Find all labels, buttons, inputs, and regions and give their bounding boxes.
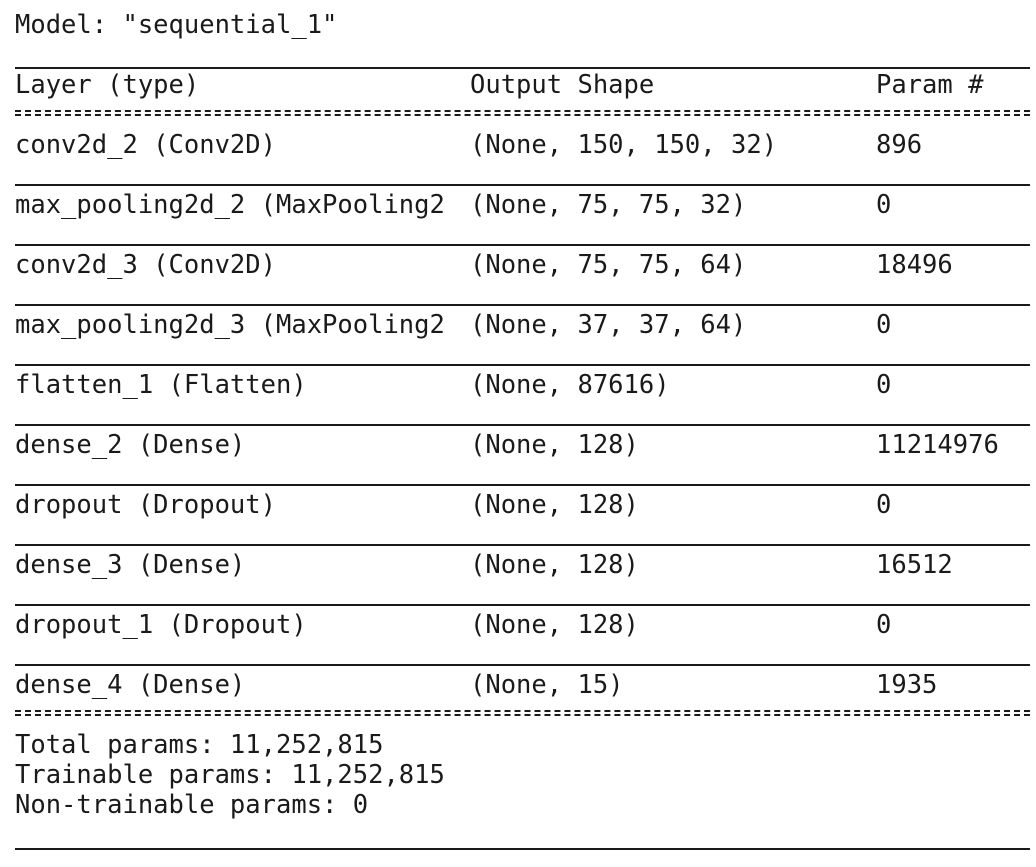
layer-output-shape: (None, 150, 150, 32) [470, 130, 778, 160]
layer-param-count: 0 [876, 490, 892, 520]
layer-name: flatten_1 (Flatten) [15, 370, 307, 400]
layer-output-shape: (None, 75, 75, 64) [470, 250, 747, 280]
row-divider [15, 364, 1030, 366]
layer-output-shape: (None, 128) [470, 610, 639, 640]
layer-param-count: 1935 [876, 670, 938, 700]
row-divider [15, 604, 1030, 606]
bottom-rule [15, 848, 1030, 850]
trainable-params: Trainable params: 11,252,815 [15, 760, 445, 790]
row-divider [15, 424, 1030, 426]
row-divider [15, 244, 1030, 246]
layer-output-shape: (None, 37, 37, 64) [470, 310, 747, 340]
row-divider [15, 664, 1030, 666]
footer-double-rule [15, 710, 1030, 716]
non-trainable-params: Non-trainable params: 0 [15, 790, 369, 820]
row-divider [15, 544, 1030, 546]
top-rule [15, 67, 1030, 69]
layer-param-count: 0 [876, 190, 892, 220]
layer-output-shape: (None, 87616) [470, 370, 670, 400]
header-double-rule [15, 110, 1030, 116]
layer-param-count: 0 [876, 310, 892, 340]
row-divider [15, 304, 1030, 306]
layer-name: dense_2 (Dense) [15, 430, 246, 460]
header-output-shape: Output Shape [470, 70, 655, 100]
layer-output-shape: (None, 128) [470, 430, 639, 460]
layer-param-count: 18496 [876, 250, 953, 280]
layer-name: dense_4 (Dense) [15, 670, 246, 700]
layer-name: max_pooling2d_2 (MaxPooling2 [15, 190, 445, 220]
layer-name: conv2d_3 (Conv2D) [15, 250, 276, 280]
layer-output-shape: (None, 128) [470, 550, 639, 580]
layer-name: dropout (Dropout) [15, 490, 276, 520]
layer-param-count: 11214976 [876, 430, 999, 460]
layer-param-count: 896 [876, 130, 923, 160]
layer-name: dropout_1 (Dropout) [15, 610, 307, 640]
layer-output-shape: (None, 128) [470, 490, 639, 520]
header-layer-type: Layer (type) [15, 70, 200, 100]
layer-output-shape: (None, 75, 75, 32) [470, 190, 747, 220]
layer-param-count: 16512 [876, 550, 953, 580]
total-params: Total params: 11,252,815 [15, 730, 384, 760]
layer-name: conv2d_2 (Conv2D) [15, 130, 276, 160]
row-divider [15, 484, 1030, 486]
layer-output-shape: (None, 15) [470, 670, 624, 700]
row-divider [15, 184, 1030, 186]
layer-name: dense_3 (Dense) [15, 550, 246, 580]
model-title: Model: "sequential_1" [15, 10, 338, 40]
layer-param-count: 0 [876, 610, 892, 640]
header-param-count: Param # [876, 70, 984, 100]
layer-name: max_pooling2d_3 (MaxPooling2 [15, 310, 445, 340]
layer-param-count: 0 [876, 370, 892, 400]
